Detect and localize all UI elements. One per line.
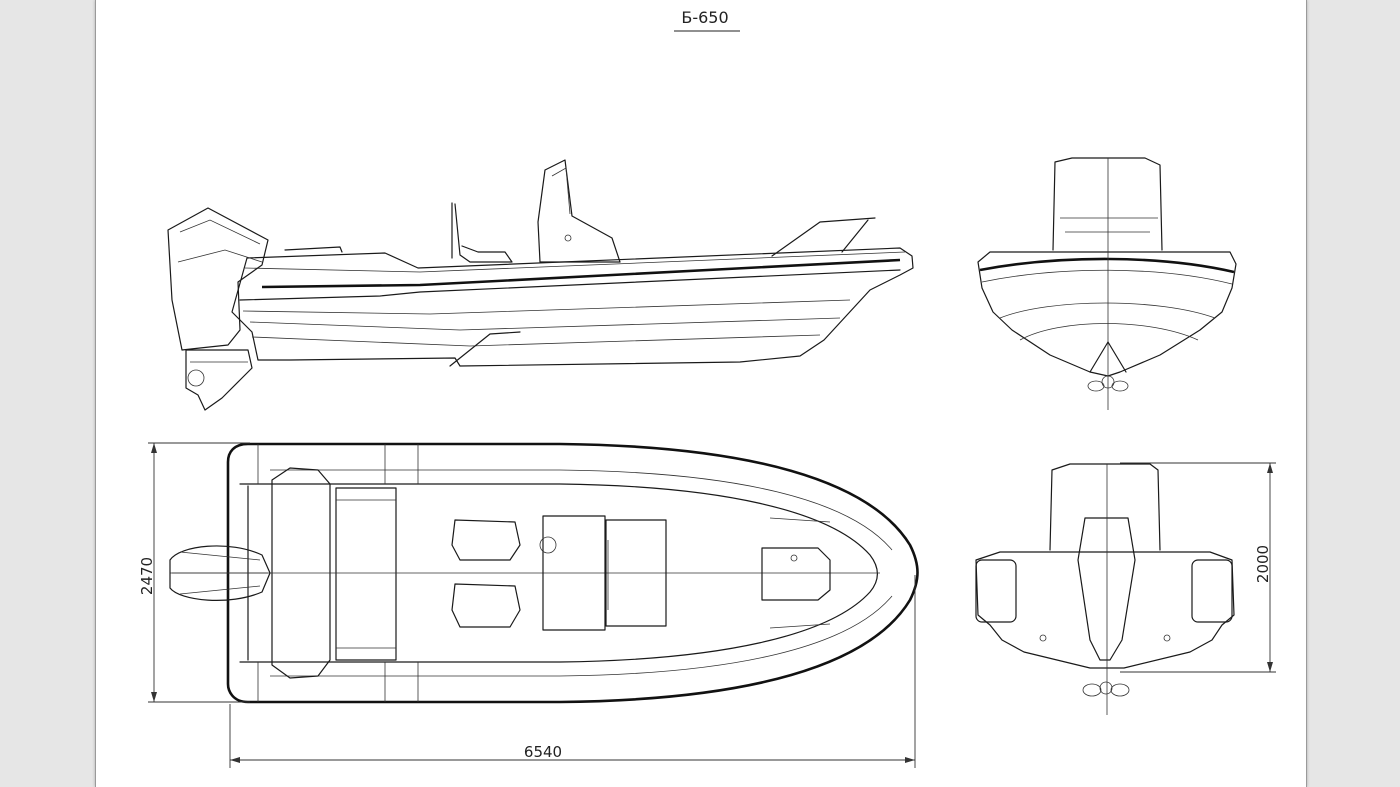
drawing-title: Б-650 <box>674 8 740 32</box>
side-view <box>167 159 914 411</box>
svg-text:6540: 6540 <box>524 743 562 761</box>
dimension-beam: 2470 <box>138 442 250 703</box>
svg-text:2000: 2000 <box>1254 545 1272 583</box>
svg-text:2470: 2470 <box>138 557 156 595</box>
svg-text:Б-650: Б-650 <box>681 8 728 27</box>
dimension-length: 6540 <box>229 575 916 768</box>
drawing-sheet <box>95 0 1307 787</box>
plan-view <box>169 442 919 704</box>
dimension-height: 2000 <box>1120 462 1276 673</box>
stern-view <box>975 463 1235 715</box>
front-view <box>977 157 1237 410</box>
